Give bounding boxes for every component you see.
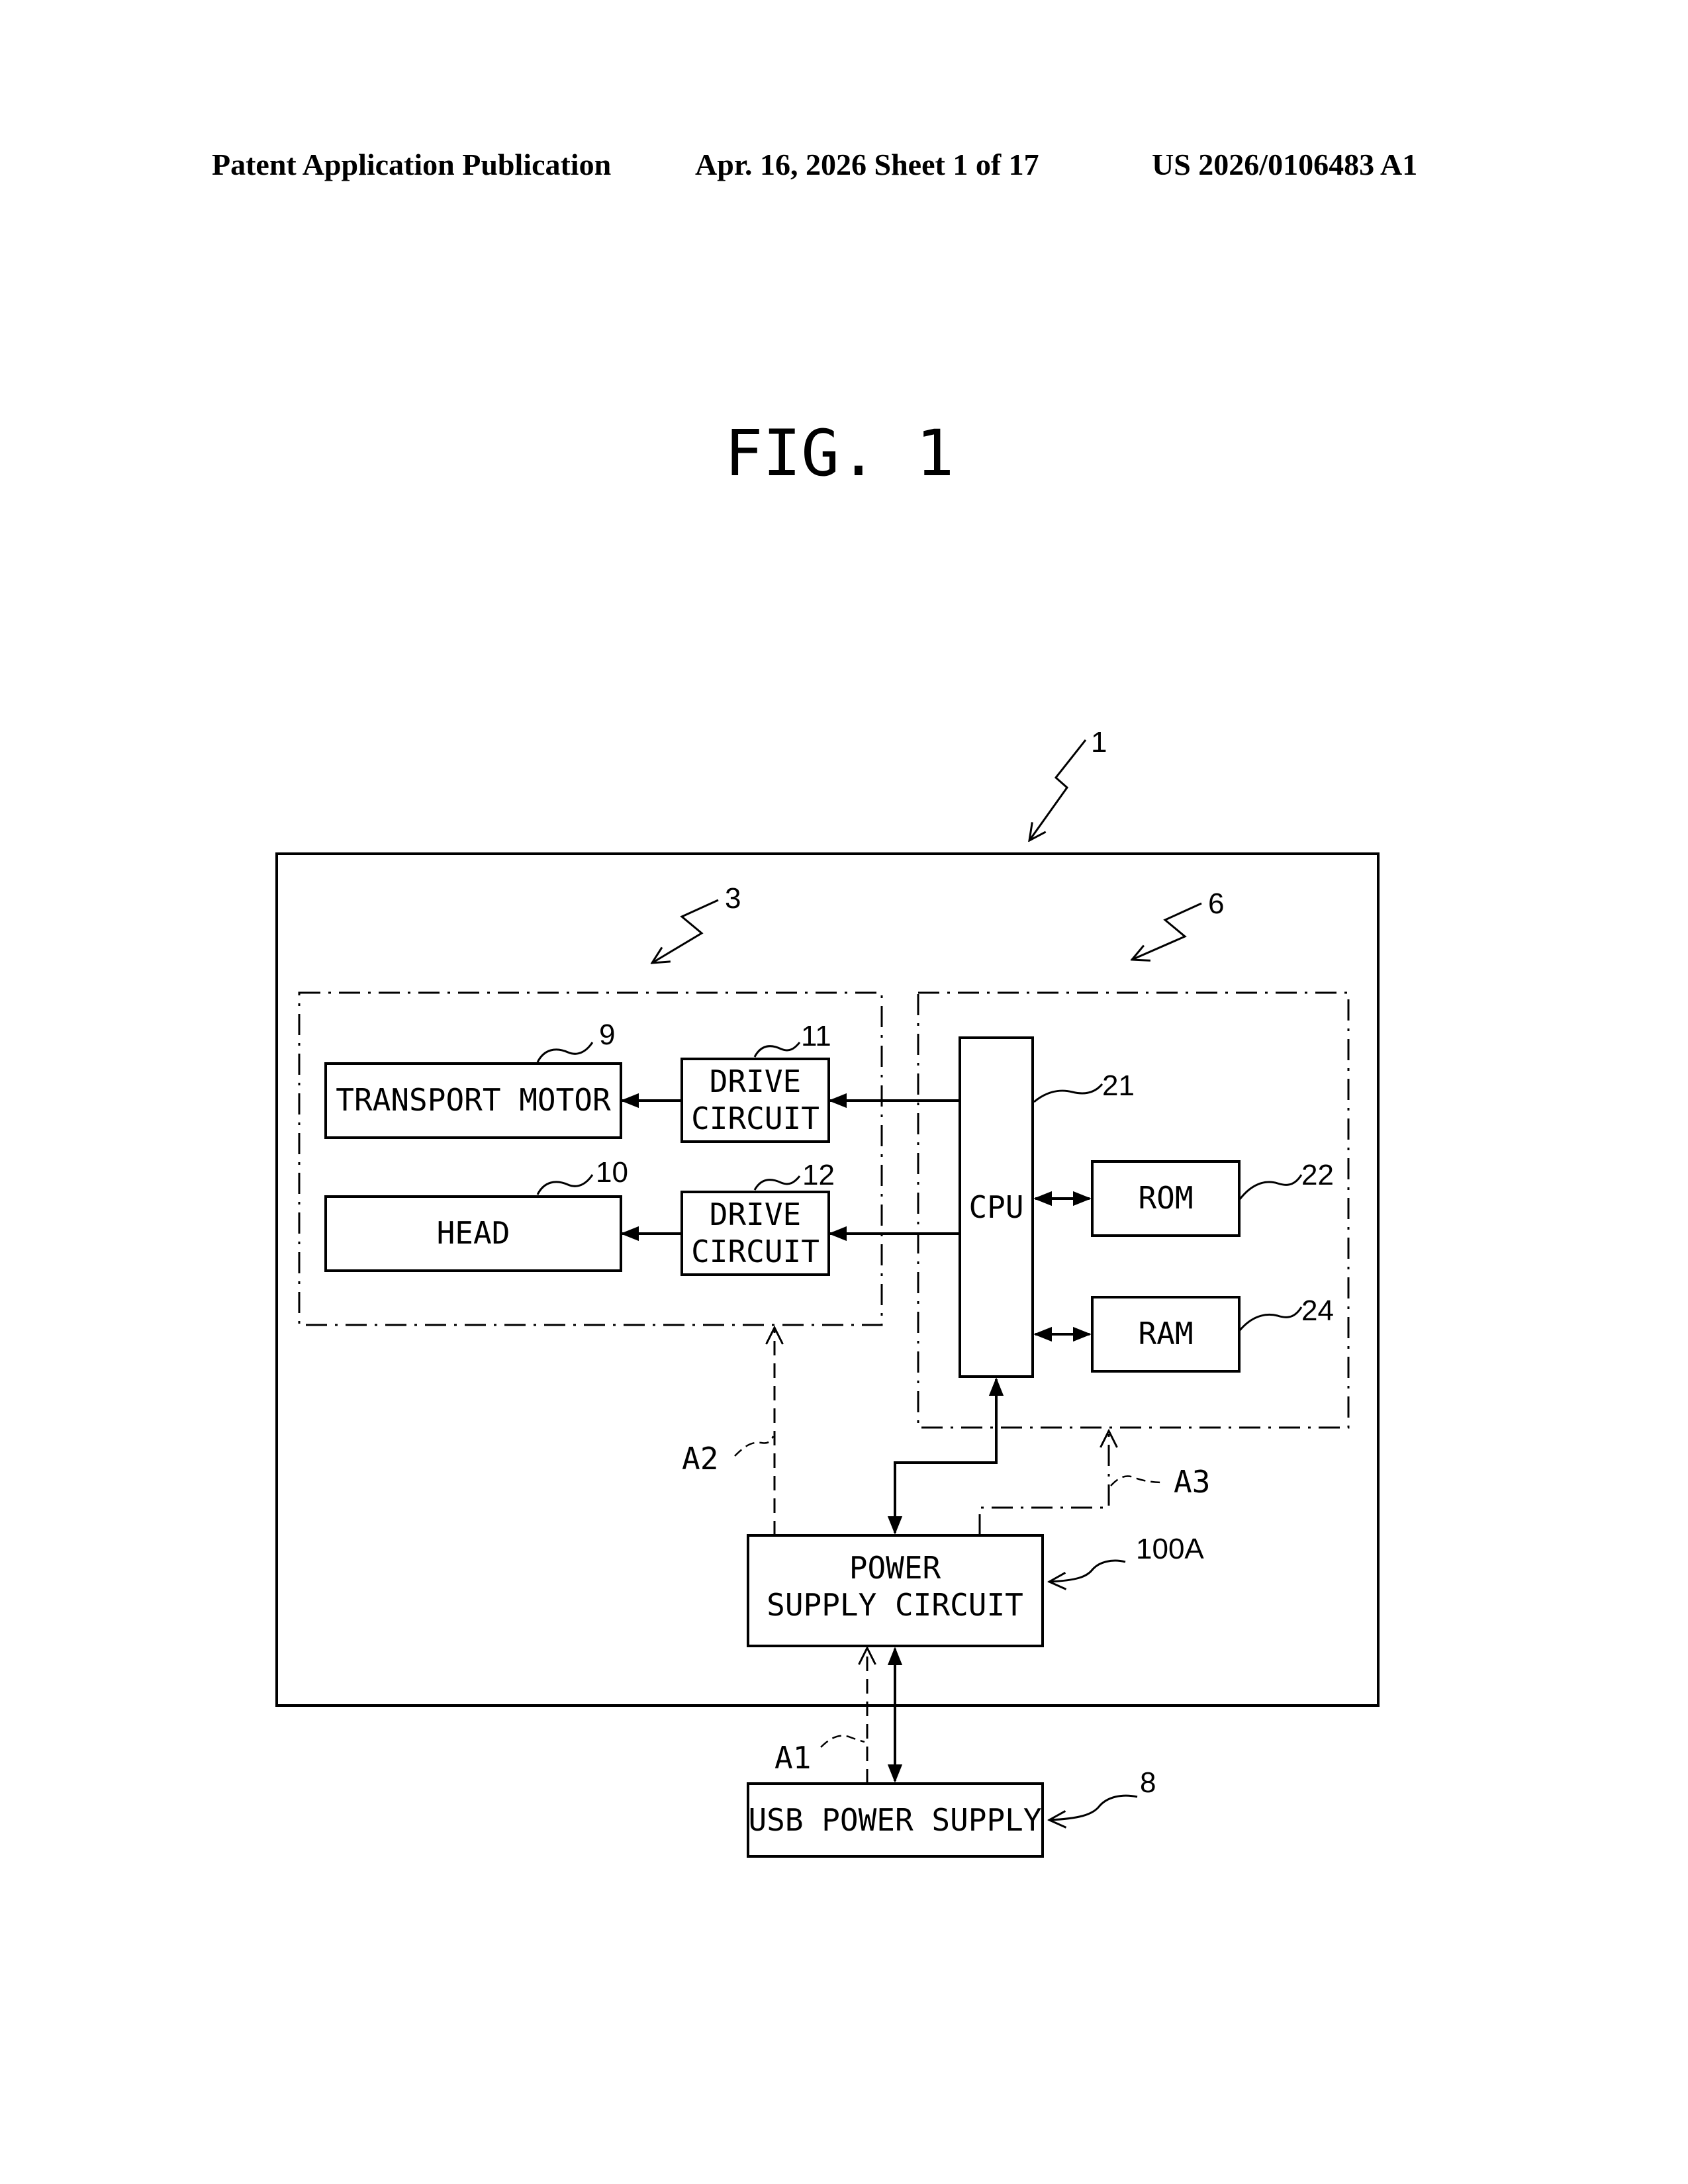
arrow-power-cpu <box>895 1379 996 1533</box>
ref-drive-circuit-1: 11 <box>801 1020 831 1052</box>
figure-title: FIG. 1 <box>725 416 955 490</box>
drive-circuit-1-line2: CIRCUIT <box>691 1101 820 1136</box>
head-label: HEAD <box>437 1215 510 1251</box>
cpu-label: CPU <box>968 1189 1023 1225</box>
control-section-leader <box>1132 903 1201 960</box>
device-leader <box>1029 740 1086 841</box>
power-supply-line2: SUPPLY CIRCUIT <box>767 1587 1023 1623</box>
drive-circuit-1-leader <box>755 1042 800 1057</box>
ram-label: RAM <box>1138 1316 1193 1351</box>
ref-rom: 22 <box>1301 1159 1334 1191</box>
ref-drive-circuit-2: 12 <box>802 1159 835 1191</box>
path-a3 <box>980 1431 1109 1535</box>
transport-motor-leader <box>538 1042 592 1062</box>
ref-print-section: 3 <box>725 882 741 915</box>
drive-circuit-2-line2: CIRCUIT <box>691 1234 820 1269</box>
rom-leader <box>1240 1175 1301 1199</box>
ref-ram: 24 <box>1301 1295 1334 1327</box>
drive-circuit-2-leader <box>755 1176 800 1190</box>
ref-device: 1 <box>1091 726 1107 758</box>
ref-control-section: 6 <box>1208 887 1224 920</box>
drive-circuit-1-line1: DRIVE <box>710 1064 801 1099</box>
ref-transport-motor: 9 <box>599 1019 615 1051</box>
ram-leader <box>1240 1307 1301 1330</box>
rom-label: ROM <box>1138 1180 1193 1216</box>
a1-leader <box>821 1736 865 1747</box>
power-supply-line1: POWER <box>849 1550 941 1586</box>
ref-usb-power-supply: 8 <box>1140 1766 1156 1799</box>
ref-head: 10 <box>596 1156 628 1189</box>
print-section-leader <box>652 900 718 963</box>
usb-leader <box>1049 1796 1137 1820</box>
device-box <box>277 854 1378 1706</box>
ref-power-supply-circuit: 100A <box>1136 1533 1204 1565</box>
a2-leader <box>735 1436 773 1456</box>
label-a1: A1 <box>774 1740 811 1776</box>
label-a3: A3 <box>1174 1464 1210 1500</box>
transport-motor-label: TRANSPORT MOTOR <box>336 1082 611 1118</box>
cpu-leader <box>1034 1084 1102 1102</box>
usb-power-supply-label: USB POWER SUPPLY <box>748 1802 1041 1838</box>
drive-circuit-2-line1: DRIVE <box>710 1197 801 1232</box>
a3-leader <box>1111 1477 1165 1486</box>
label-a2: A2 <box>682 1441 718 1477</box>
head-leader <box>538 1175 592 1195</box>
power-supply-leader <box>1049 1561 1125 1582</box>
ref-cpu: 21 <box>1102 1069 1135 1102</box>
